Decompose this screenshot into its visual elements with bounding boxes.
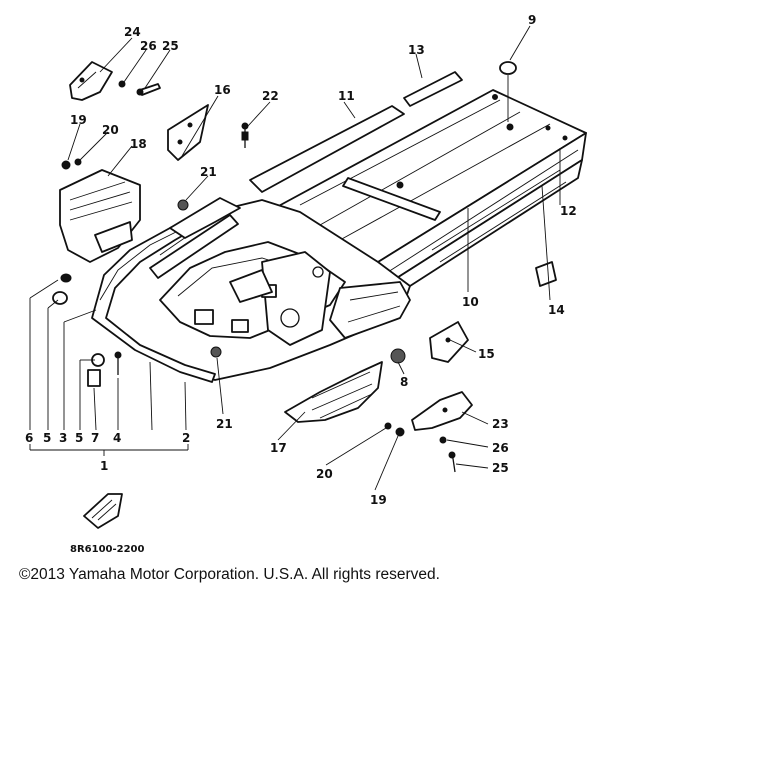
callout-12: 12 [560,204,577,218]
frame-assembly [91,89,587,383]
part-16-plate [167,104,209,161]
callout-19-lower: 19 [370,493,387,507]
part-14-tag [535,261,557,287]
part-25-bolt-lower [448,451,456,473]
part-9-grommet [499,61,517,75]
callout-labels: 24 26 25 16 22 11 13 9 19 20 18 21 12 10… [25,13,577,555]
part-18-cover [59,169,141,263]
part-8-grommet [390,348,406,364]
callout-23: 23 [492,417,509,431]
callout-10: 10 [462,295,479,309]
callout-22: 22 [262,89,279,103]
callout-18: 18 [130,137,147,151]
callout-21-lower: 21 [216,417,233,431]
callout-15: 15 [478,347,495,361]
copyright-notice: ©2013 Yamaha Motor Corporation. U.S.A. A… [19,566,440,583]
part-17-guard [284,361,383,423]
callout-21-top: 21 [200,165,217,179]
callout-2: 2 [182,431,190,445]
callout-6: 6 [25,431,33,445]
frame-parts-diagram: 24 26 25 16 22 11 13 9 19 20 18 21 12 10… [25,13,587,555]
callout-16: 16 [214,83,231,97]
callout-5-a: 5 [43,431,51,445]
part-19-20-lower [384,422,405,437]
part-6-5-fasteners [52,273,72,305]
callout-25: 25 [162,39,179,53]
callout-9: 9 [528,13,536,27]
callout-1: 1 [100,459,108,473]
callout-4: 4 [113,431,121,445]
callout-20-top: 20 [102,123,119,137]
callout-17: 17 [270,441,287,455]
callout-26-lower: 26 [492,441,509,455]
callout-13: 13 [408,43,425,57]
part-21-grommet-lower [210,346,222,358]
callout-26: 26 [140,39,157,53]
callout-7: 7 [91,431,99,445]
part-24-cover [69,61,113,101]
part-26-washer-lower [439,436,447,444]
part-13-strip [403,71,463,107]
part-4-bolt [114,351,122,375]
callout-8: 8 [400,375,408,389]
callout-24: 24 [124,25,141,39]
callout-11: 11 [338,89,355,103]
figure-code: 8R6100-2200 [70,544,145,555]
callout-19-top: 19 [70,113,87,127]
callout-3: 3 [59,431,67,445]
callout-20-lower: 20 [316,467,333,481]
callout-14: 14 [548,303,565,317]
part-15-bracket [429,321,469,363]
part-19-20-fasteners [61,158,82,170]
part-25-bolt [136,83,161,96]
part-21-grommet [177,199,189,211]
callout-5-b: 5 [75,431,83,445]
front-direction-icon [83,493,123,529]
part-23-cover [411,391,473,431]
part-22-stud [241,122,249,148]
part-26-washer [118,80,126,88]
part-7-bushing [87,353,105,387]
part-11-strip [249,105,405,193]
leader-lines [29,25,561,491]
callout-25-lower: 25 [492,461,509,475]
